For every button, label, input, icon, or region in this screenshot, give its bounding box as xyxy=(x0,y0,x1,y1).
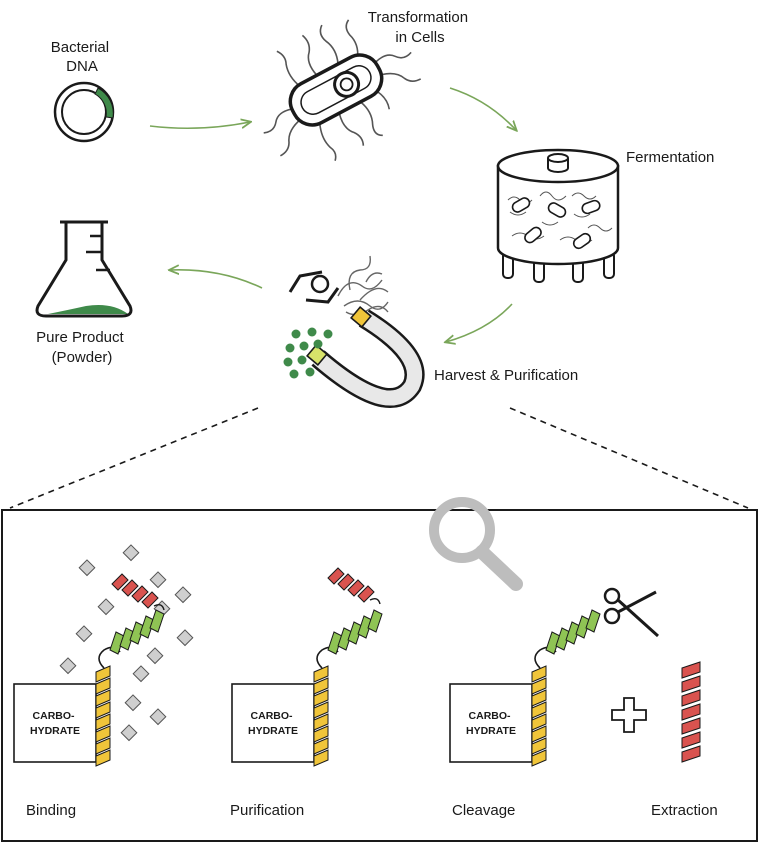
red-helix-2 xyxy=(327,567,375,603)
plasmid-icon xyxy=(53,81,115,143)
extracted-helix-icon xyxy=(681,661,701,763)
carbohydrate-box-3 xyxy=(449,683,533,763)
label-harvest: Harvest & Purification xyxy=(434,367,578,384)
yellow-helix-2 xyxy=(313,665,329,767)
carbohydrate-label-3: CARBO- HYDRATE xyxy=(466,710,516,737)
carbohydrate-label-2: CARBO- HYDRATE xyxy=(248,710,298,737)
purification-panel: CARBO- HYDRATE xyxy=(231,567,383,767)
arrow-harvest-to-flask xyxy=(170,270,263,289)
binding-panel: CARBO- HYDRATE xyxy=(13,544,194,767)
step-label-binding: Binding xyxy=(26,802,76,819)
magnifier-icon xyxy=(429,497,523,591)
zoom-line-left xyxy=(9,407,259,509)
label-bacterial-dna: Bacterial DNA xyxy=(51,39,114,75)
fermenter-icon xyxy=(496,148,620,283)
detail-panel xyxy=(1,509,758,842)
bacterium-icon xyxy=(263,19,422,161)
arrow-cell-to-fermenter xyxy=(449,87,516,130)
plus-icon xyxy=(611,697,647,733)
flask-icon xyxy=(35,220,133,318)
carbohydrate-box-1 xyxy=(13,683,97,763)
step-label-cleavage: Cleavage xyxy=(452,802,515,819)
arrow-fermenter-to-harvest xyxy=(446,303,513,342)
label-transformation: Transformation in Cells xyxy=(368,9,472,46)
green-helix-2 xyxy=(327,609,383,655)
step-label-extraction: Extraction xyxy=(651,802,718,819)
green-helix-1 xyxy=(109,609,165,655)
label-pure-product: Pure Product (Powder) xyxy=(36,329,128,366)
carbohydrate-label-1: CARBO- HYDRATE xyxy=(30,710,80,737)
green-helix-3 xyxy=(545,609,601,655)
zoom-line-right xyxy=(509,407,749,509)
purification-column-icon xyxy=(283,255,425,408)
yellow-helix-3 xyxy=(531,665,547,767)
yellow-helix-1 xyxy=(95,665,111,767)
carbohydrate-box-2 xyxy=(231,683,315,763)
scissors-icon xyxy=(603,587,660,638)
label-fermentation: Fermentation xyxy=(626,149,714,166)
red-helix-1 xyxy=(111,573,159,609)
step-label-purification: Purification xyxy=(230,802,304,819)
arrow-dna-to-cell xyxy=(149,122,250,130)
cleavage-panel: CARBO- HYDRATE xyxy=(449,587,660,767)
